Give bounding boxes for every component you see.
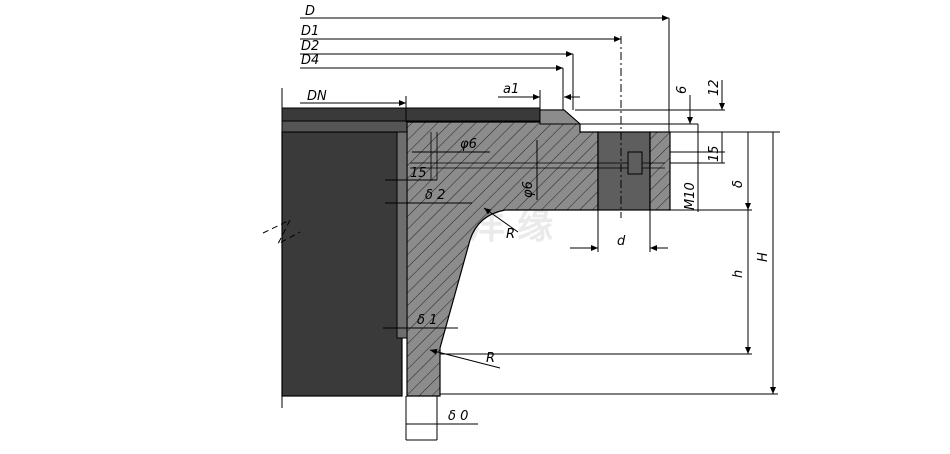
label-delta1: δ 1 xyxy=(417,313,437,328)
label-DN: DN xyxy=(307,89,327,104)
threaded-plug xyxy=(627,151,643,175)
leader-R-upper xyxy=(483,207,519,233)
label-delta2: δ 2 xyxy=(425,188,445,203)
raised-face xyxy=(539,109,582,125)
label-6: 6 xyxy=(675,86,690,94)
label-D: D xyxy=(305,4,315,19)
bolt-block-right xyxy=(649,131,671,211)
label-delta0: δ 0 xyxy=(448,409,468,424)
label-phi6-upper: φ6 xyxy=(460,137,477,152)
zigzag-break-icon xyxy=(262,218,301,246)
label-h: h xyxy=(731,270,746,278)
leader-R-lower xyxy=(429,348,501,369)
label-delta: δ xyxy=(731,180,746,188)
label-D2: D2 xyxy=(301,39,319,54)
label-D4: D4 xyxy=(301,53,319,68)
label-d: d xyxy=(617,234,626,249)
label-R-lower: R xyxy=(486,351,495,366)
label-15-right: 15 xyxy=(707,145,722,162)
top-plate-dark xyxy=(281,107,541,122)
flange-section xyxy=(406,109,599,397)
label-15-left: 15 xyxy=(410,166,427,181)
label-D1: D1 xyxy=(301,24,319,39)
inner-lining xyxy=(396,131,408,339)
label-R-upper: R xyxy=(506,227,515,242)
label-12: 12 xyxy=(707,79,722,96)
pipe-body xyxy=(281,131,403,397)
label-phi6-vertical: φ6 xyxy=(521,181,536,198)
label-H: H xyxy=(756,252,771,262)
label-M10: M10 xyxy=(683,182,698,210)
label-a1: a1 xyxy=(503,82,519,97)
